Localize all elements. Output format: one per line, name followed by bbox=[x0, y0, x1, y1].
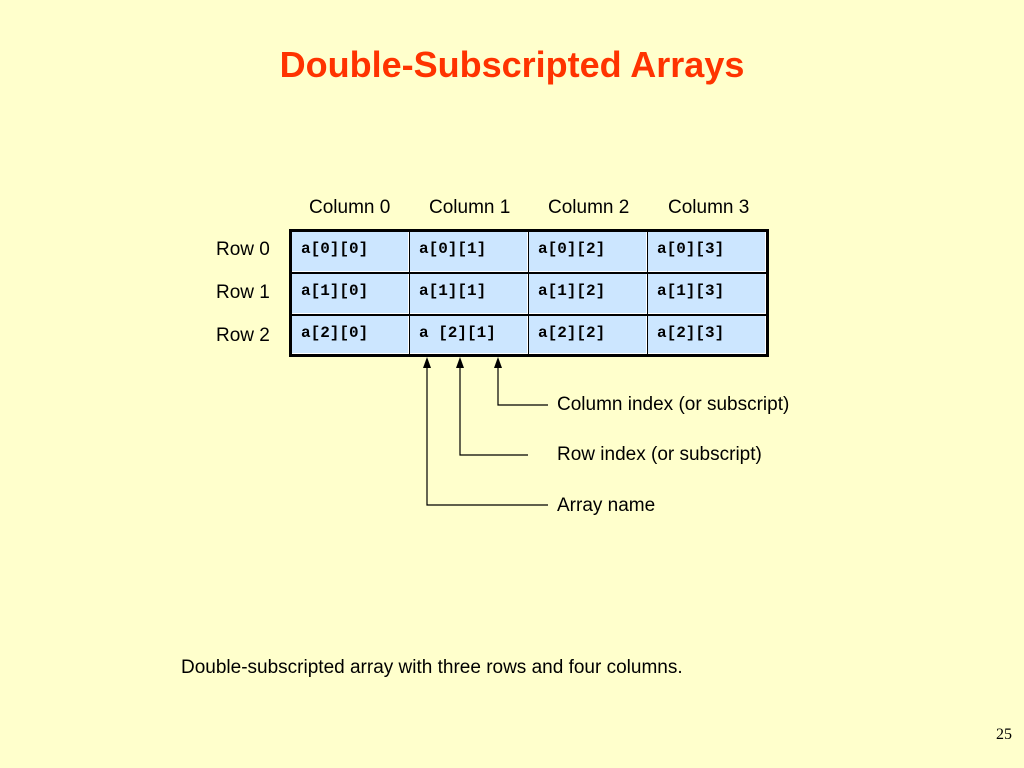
row-label-1: Row 1 bbox=[216, 282, 270, 303]
cell-1-1: a[1][1] bbox=[410, 274, 528, 314]
row-index-label: Row index (or subscript) bbox=[557, 444, 762, 465]
cell-0-1: a[0][1] bbox=[410, 232, 528, 272]
cell-2-0: a[2][0] bbox=[292, 316, 409, 354]
cell-2-3: a[2][3] bbox=[648, 316, 766, 354]
cell-1-3: a[1][3] bbox=[648, 274, 766, 314]
array-name-arrowhead bbox=[423, 357, 431, 368]
array-name-label: Array name bbox=[557, 495, 656, 516]
column-label-3: Column 3 bbox=[668, 197, 750, 218]
row-label-2: Row 2 bbox=[216, 325, 270, 346]
column-label-2: Column 2 bbox=[548, 197, 630, 218]
cell-2-2: a[2][2] bbox=[529, 316, 647, 354]
row-index-pointer bbox=[459, 364, 528, 456]
cell-0-3: a[0][3] bbox=[648, 232, 766, 272]
column-index-label: Column index (or subscript) bbox=[557, 394, 790, 415]
array-grid: a[0][0] a[0][1] a[0][2] a[0][3] a[1][0] … bbox=[289, 229, 769, 357]
row-index-arrowhead bbox=[456, 357, 464, 368]
cell-0-2: a[0][2] bbox=[529, 232, 647, 272]
column-index-pointer bbox=[497, 364, 548, 406]
slide-caption: Double-subscripted array with three rows… bbox=[181, 657, 683, 678]
column-label-0: Column 0 bbox=[309, 197, 391, 218]
array-name-pointer bbox=[426, 364, 548, 506]
slide-title: Double-Subscripted Arrays bbox=[279, 44, 745, 85]
column-index-arrowhead bbox=[494, 357, 502, 368]
row-label-0: Row 0 bbox=[216, 239, 270, 260]
cell-1-0: a[1][0] bbox=[292, 274, 409, 314]
column-label-1: Column 1 bbox=[429, 197, 511, 218]
page-number: 25 bbox=[996, 726, 1012, 743]
cell-2-1: a [2][1] bbox=[410, 316, 528, 354]
cell-1-2: a[1][2] bbox=[529, 274, 647, 314]
cell-0-0: a[0][0] bbox=[292, 232, 409, 272]
